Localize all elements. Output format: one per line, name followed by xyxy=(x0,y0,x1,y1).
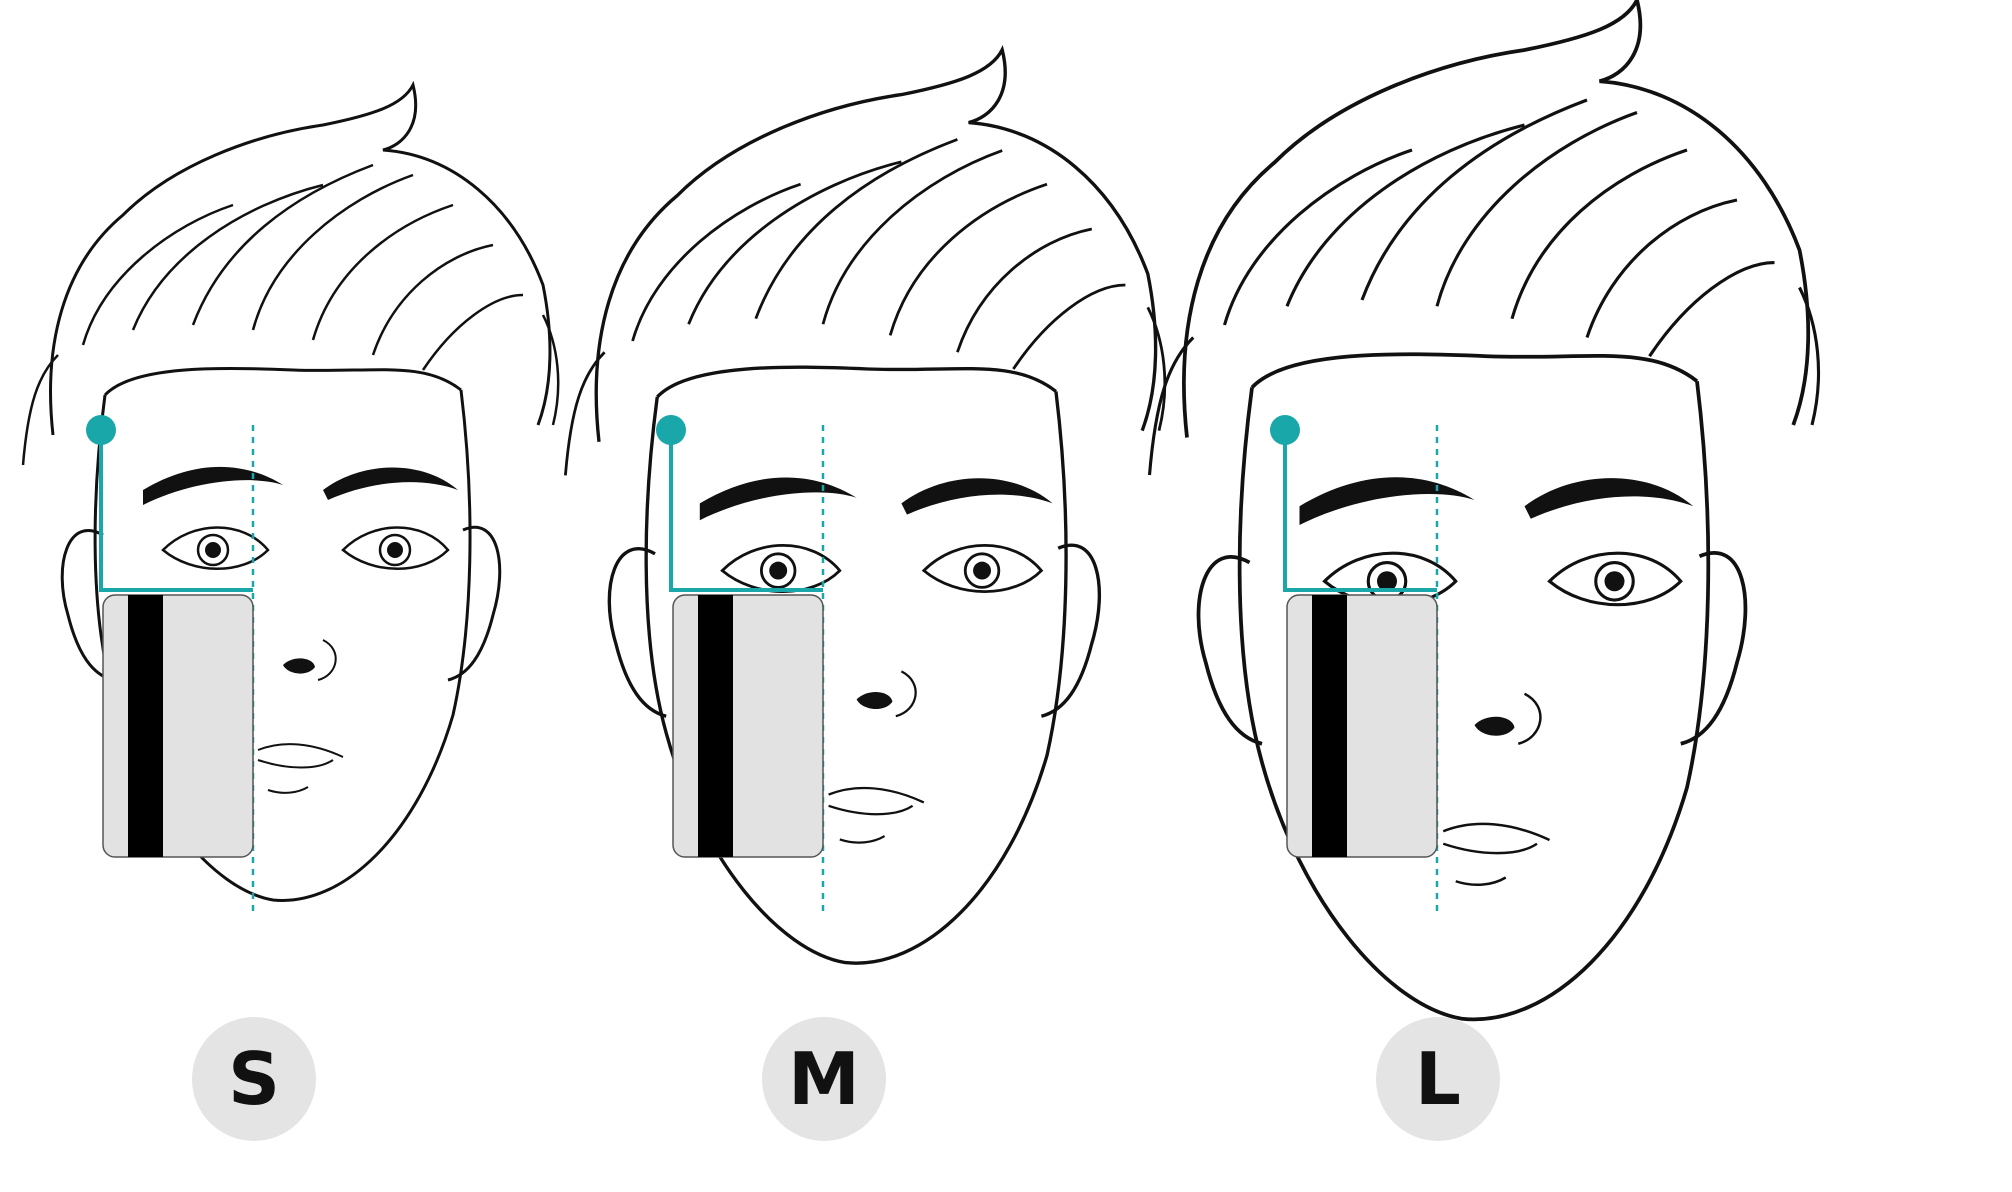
size-badge-s: S xyxy=(192,1017,316,1141)
size-badge-m: M xyxy=(762,1017,886,1141)
size-badge-l: L xyxy=(1376,1017,1500,1141)
face-large xyxy=(1147,0,1821,1022)
face-medium xyxy=(563,48,1167,965)
